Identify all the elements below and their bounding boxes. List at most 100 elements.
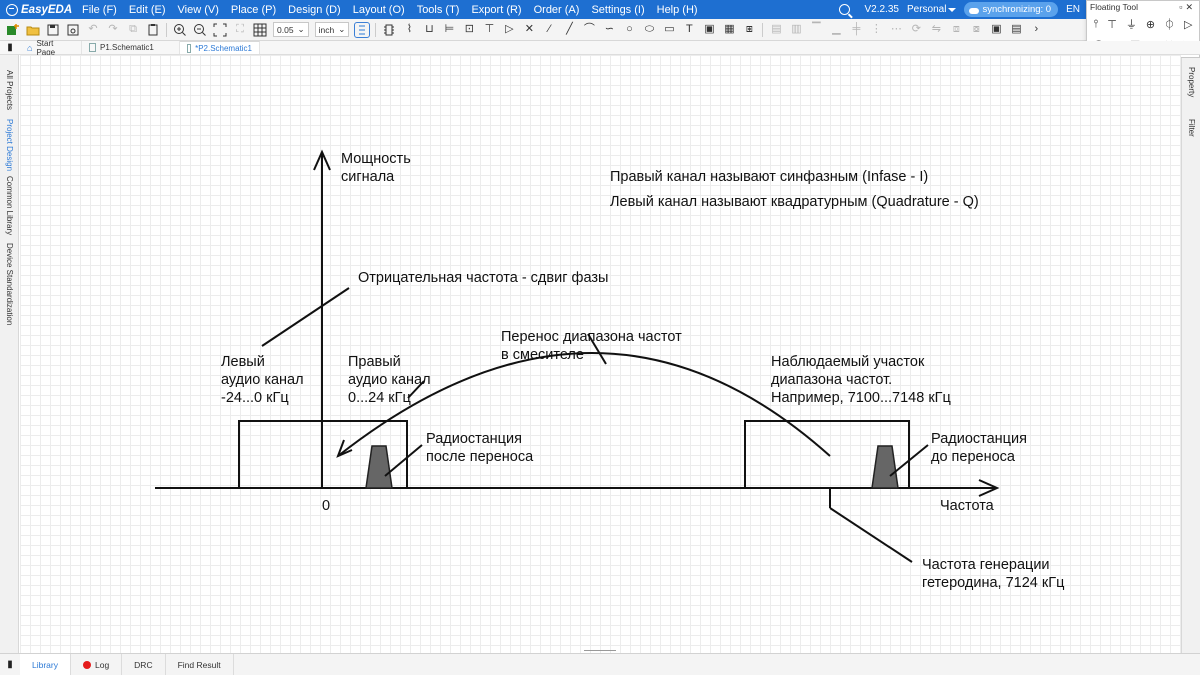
tab-drc[interactable]: DRC	[122, 654, 166, 675]
right-channel-line1[interactable]: Правый	[348, 354, 401, 370]
ellipse-icon[interactable]: ⬭	[644, 23, 655, 35]
grid-icon[interactable]	[252, 22, 268, 38]
transfer-note-line1[interactable]: Перенос диапазона частот	[501, 329, 682, 345]
library-icon[interactable]: ▣	[991, 23, 1002, 35]
station-after-line1[interactable]: Радиостанция	[426, 431, 522, 447]
floating-tool-header[interactable]: Floating Tool ▫✕	[1087, 1, 1199, 14]
y-axis-label-line1[interactable]: Мощность	[341, 151, 411, 167]
align-top-icon[interactable]: ▔	[812, 23, 821, 35]
open-folder-icon[interactable]	[25, 22, 41, 38]
snap-toggle-icon[interactable]	[354, 21, 371, 38]
bezier-icon[interactable]: ∽	[604, 23, 614, 35]
menu-settings[interactable]: Settings (I)	[591, 3, 645, 16]
observed-band-line1[interactable]: Наблюдаемый участок	[771, 354, 925, 370]
sidebar-item-device-standardization[interactable]: Device Standardization	[2, 239, 17, 329]
schematic-canvas[interactable]: Мощность сигнала Правый канал называют с…	[20, 55, 1181, 653]
net-label-icon[interactable]: ⊡	[464, 23, 474, 35]
save-as-icon[interactable]	[65, 22, 81, 38]
net-port-icon[interactable]: ⊤	[1107, 18, 1117, 31]
tab-p2-schematic1[interactable]: *P2.Schematic1	[180, 41, 260, 54]
pin-icon[interactable]: ⁄	[548, 23, 551, 35]
net-label-icon[interactable]: ⫯	[1093, 17, 1099, 30]
redo-icon[interactable]: ↷	[108, 23, 118, 35]
ground-icon[interactable]: ⏚	[1125, 19, 1137, 31]
note-infase[interactable]: Правый канал называют синфазным (Infase …	[610, 169, 928, 185]
unit-select[interactable]: inch⌄	[314, 22, 350, 37]
menu-export[interactable]: Export (R)	[471, 3, 522, 16]
account-dropdown[interactable]: Personal	[907, 4, 957, 15]
bus-entry-icon[interactable]: ⊨	[444, 23, 455, 35]
power-icon[interactable]: ⊕	[1145, 18, 1156, 31]
menu-help[interactable]: Help (H)	[656, 3, 698, 16]
align-left-icon[interactable]: ▤	[771, 23, 782, 35]
grid-size-select[interactable]: 0.05⌄	[273, 22, 309, 37]
tab-log[interactable]: Log	[71, 654, 123, 675]
bus-icon[interactable]: ⊔	[425, 23, 434, 35]
no-connect-icon[interactable]: ✕	[524, 23, 534, 35]
net-port-icon[interactable]: ⊤	[484, 23, 495, 35]
sidebar-item-common-library[interactable]: Common Library	[2, 175, 17, 237]
station-before-line1[interactable]: Радиостанция	[931, 431, 1027, 447]
left-channel-line3[interactable]: -24...0 кГц	[221, 390, 289, 406]
observed-band-rect[interactable]	[744, 420, 910, 489]
lo-freq-line1[interactable]: Частота генерации	[922, 557, 1050, 573]
flag-icon[interactable]: ▷	[505, 23, 514, 35]
wire-icon[interactable]: ⌇	[406, 23, 413, 35]
station-after-shape[interactable]	[365, 445, 393, 489]
copy-icon[interactable]: ⧉	[129, 23, 137, 35]
bom-icon[interactable]: ▤	[1011, 23, 1022, 35]
observed-band-line3[interactable]: Например, 7100...7148 кГц	[771, 390, 951, 406]
transfer-note-line2[interactable]: в смесителе	[501, 347, 584, 363]
left-channel-line2[interactable]: аудио канал	[221, 372, 304, 388]
window-controls[interactable]: ▫✕	[1179, 2, 1196, 12]
panel-toggle-icon[interactable]: ▮	[7, 41, 13, 53]
flip-icon[interactable]: ⇋	[931, 23, 941, 35]
menu-place[interactable]: Place (P)	[230, 3, 277, 16]
sidebar-item-project-design[interactable]: Project Design	[2, 115, 17, 175]
menu-view[interactable]: View (V)	[177, 3, 219, 16]
station-before-shape[interactable]	[871, 445, 899, 489]
station-after-line2[interactable]: после переноса	[426, 449, 534, 465]
arc-icon[interactable]: ⌒	[583, 23, 595, 35]
menu-layout[interactable]: Layout (O)	[352, 3, 405, 16]
rotate-icon[interactable]: ⟳	[911, 23, 921, 35]
audio-band-rect[interactable]	[238, 420, 408, 489]
zoom-in-icon[interactable]	[172, 22, 188, 38]
station-before-line2[interactable]: до переноса	[931, 449, 1016, 465]
tab-p1-schematic1[interactable]: P1.Schematic1	[82, 41, 180, 54]
neg-freq-note[interactable]: Отрицательная частота - сдвиг фазы	[358, 270, 608, 286]
tab-start-page[interactable]: ⌂ Start Page	[20, 39, 82, 57]
right-channel-line2[interactable]: аудио канал	[348, 372, 431, 388]
sidebar-item-property[interactable]: Property	[1184, 62, 1199, 102]
save-icon[interactable]	[45, 22, 61, 38]
x-axis-label[interactable]: Частота	[940, 498, 995, 514]
tab-find-result[interactable]: Find Result	[166, 654, 234, 675]
sync-status-badge[interactable]: synchronizing: 0	[964, 2, 1059, 17]
lo-freq-line2[interactable]: гетеродина, 7124 кГц	[922, 575, 1064, 591]
line-icon[interactable]: ╱	[566, 23, 573, 35]
bring-front-icon[interactable]: ⧈	[952, 23, 960, 35]
sidebar-item-all-projects[interactable]: All Projects	[2, 61, 17, 119]
search-icon[interactable]	[839, 4, 851, 15]
align-bottom-icon[interactable]: ▁	[832, 23, 841, 35]
vcc-icon[interactable]: ⏀	[1164, 19, 1176, 31]
origin-label[interactable]: 0	[322, 498, 330, 514]
zoom-selection-icon[interactable]: ⛶	[236, 23, 244, 35]
rectangle-icon[interactable]: ▭	[664, 23, 675, 35]
menu-tools[interactable]: Tools (T)	[416, 3, 460, 16]
zoom-out-icon[interactable]	[192, 22, 208, 38]
menu-order[interactable]: Order (A)	[533, 3, 580, 16]
chevron-right-icon[interactable]: ›	[1034, 23, 1039, 35]
distribute-icon[interactable]: ⋮	[870, 23, 882, 35]
menu-file[interactable]: File (F)	[82, 3, 117, 16]
note-quadrature[interactable]: Левый канал называют квадратурным (Quadr…	[610, 194, 979, 210]
align-center-icon[interactable]: ╪	[852, 23, 861, 35]
image-icon[interactable]: ▣	[704, 23, 715, 35]
table-icon[interactable]: ▦	[724, 23, 735, 35]
new-project-icon[interactable]	[5, 22, 21, 38]
distribute-v-icon[interactable]: ⋯	[890, 23, 902, 35]
transfer-arc[interactable]	[337, 352, 831, 457]
symbol-icon[interactable]: ⧆	[745, 23, 753, 35]
app-logo[interactable]: EasyEDA	[0, 3, 78, 16]
menu-edit[interactable]: Edit (E)	[128, 3, 166, 16]
